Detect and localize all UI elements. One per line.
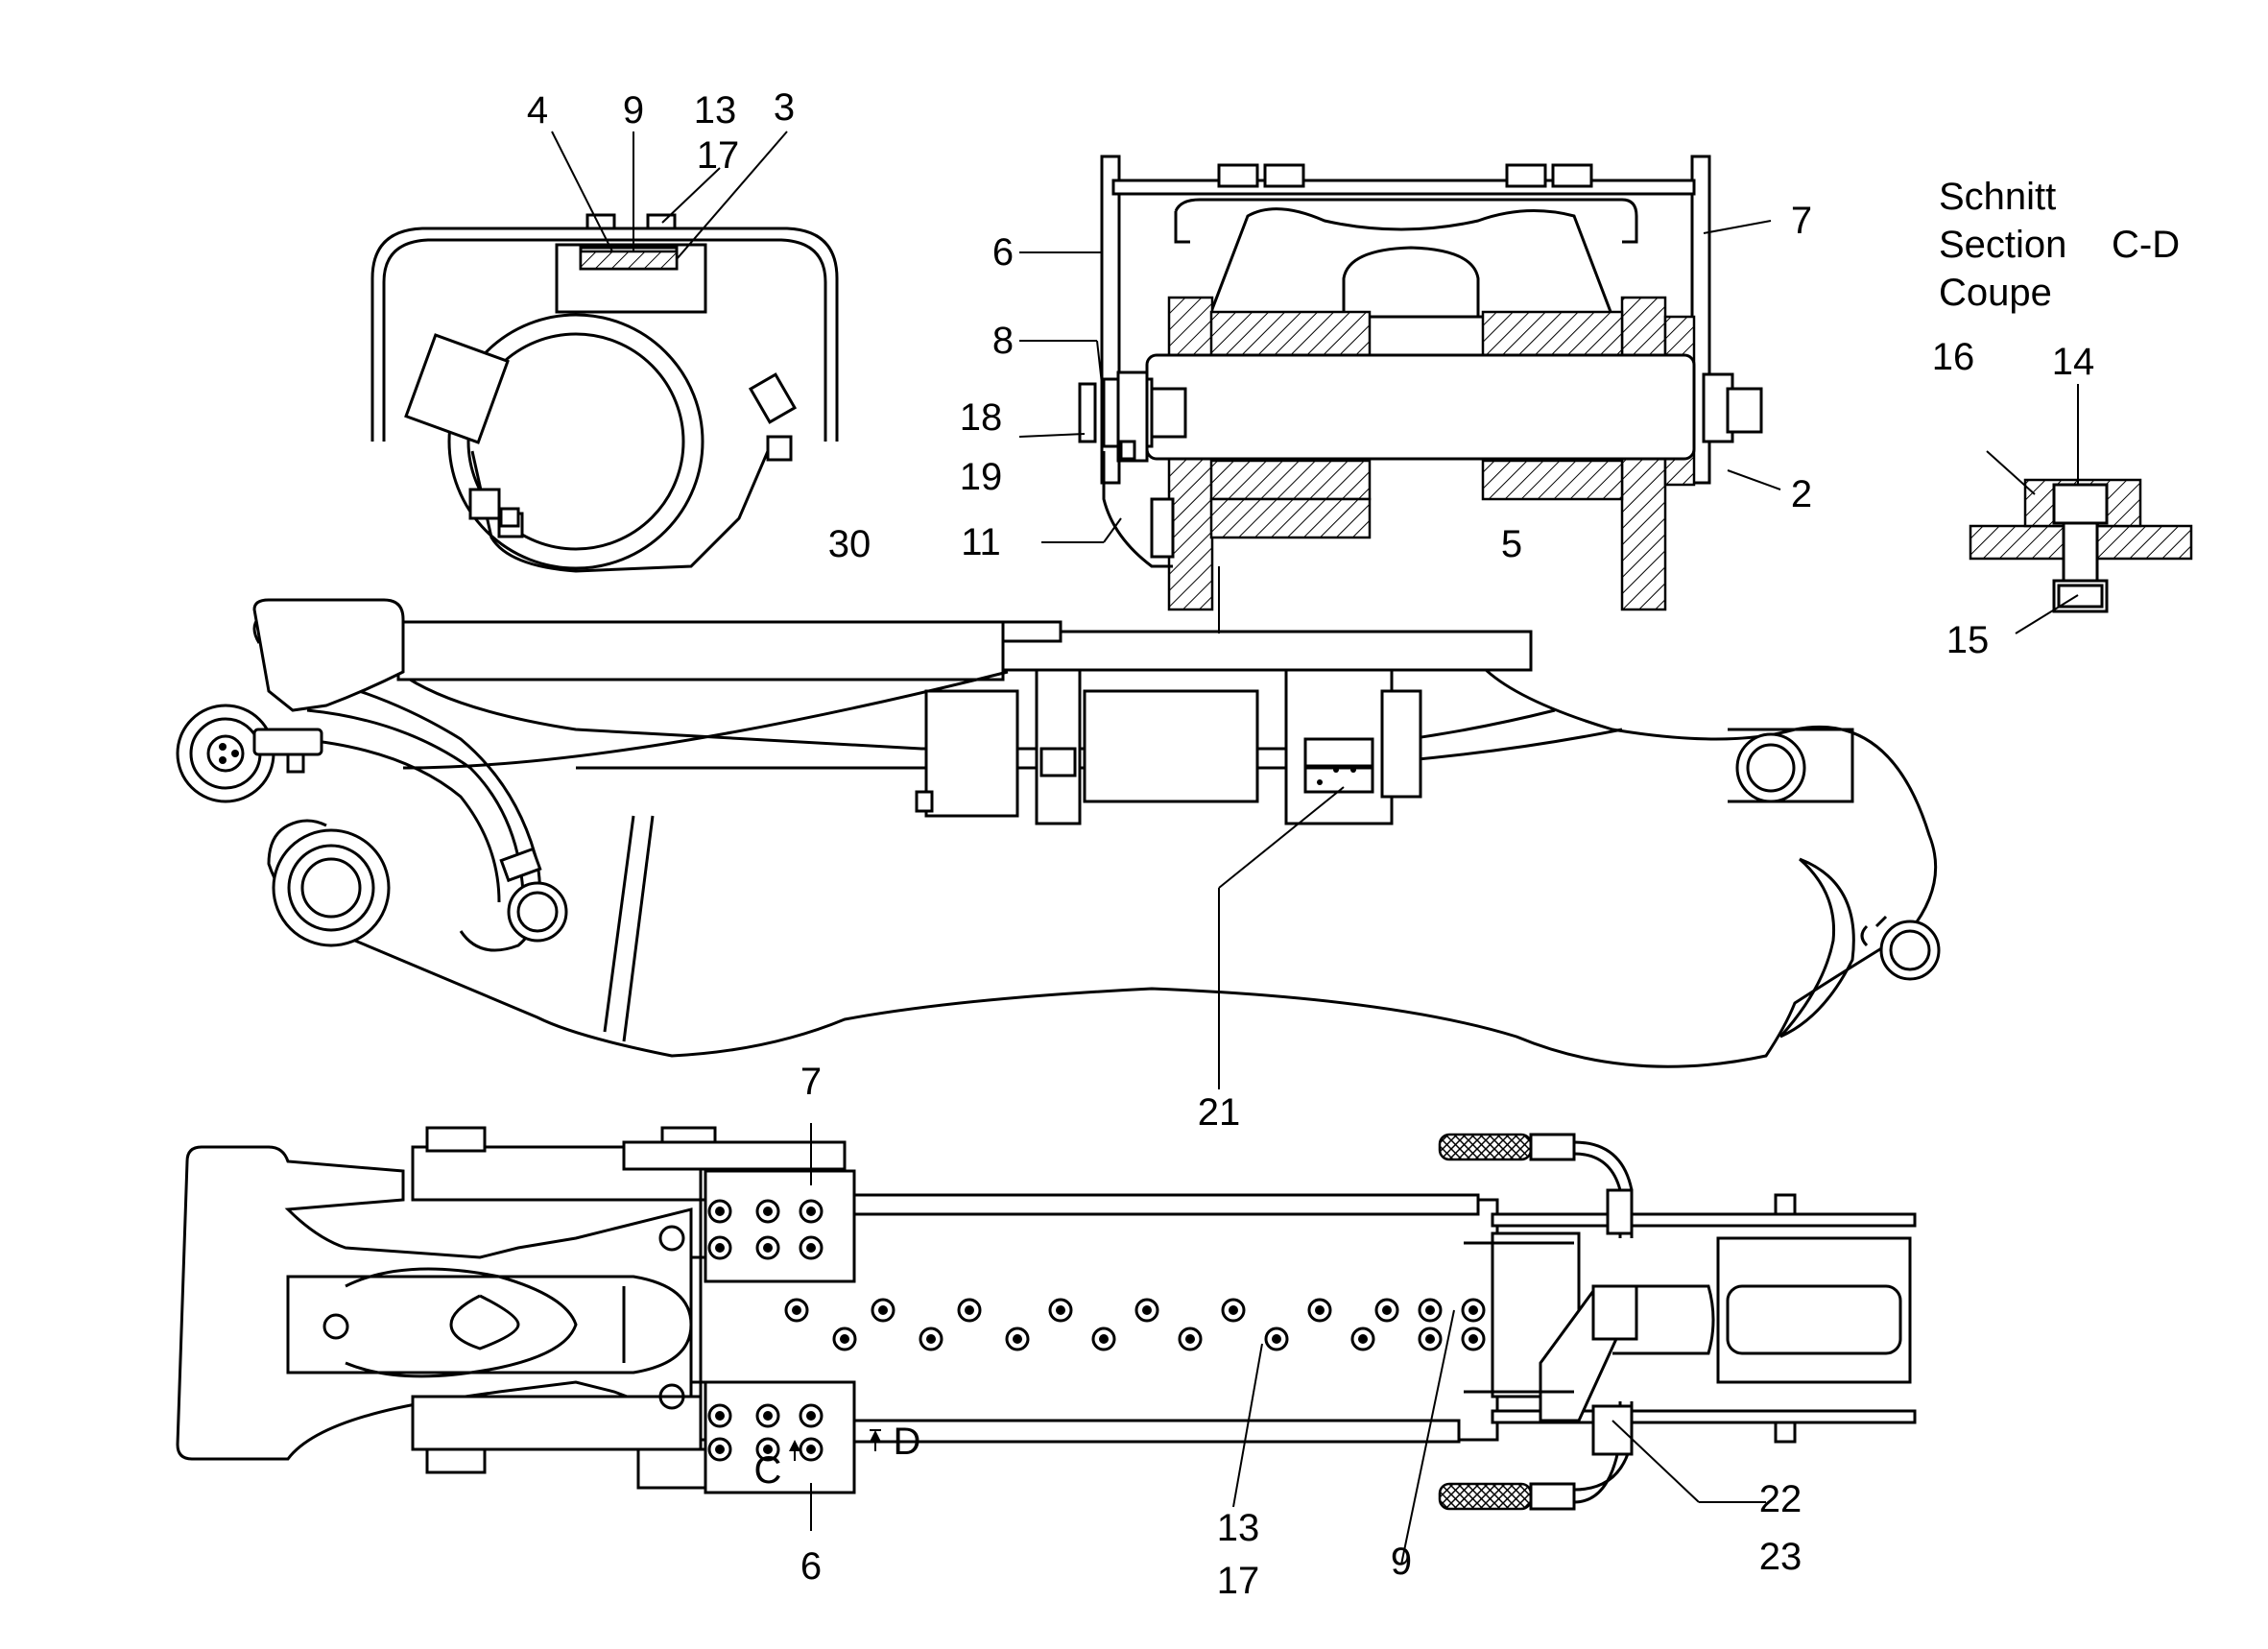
bolt-center [763,1445,773,1454]
callout-23: 23 [1759,1536,1802,1578]
callout-16: 16 [1932,336,1975,378]
callout-22: 22 [1759,1478,1802,1520]
bolt-center [926,1334,936,1344]
bolt-center [763,1243,773,1253]
callout-30: 30 [828,523,871,565]
section-arrow-c [789,1440,800,1451]
callouts-plan-view: 7 6 13 17 9 22 23 C D [754,1061,1802,1602]
callout-11: 11 [961,521,1001,563]
bolt-center [878,1305,888,1315]
bolt-center [806,1243,816,1253]
bolt-center [1382,1305,1392,1315]
bolt-holes [707,1199,1486,1462]
callout-6: 6 [992,231,1014,274]
bolt-center [1013,1334,1022,1344]
callout-15: 15 [1946,619,1990,661]
section-cd-view [1969,478,2193,613]
bolt-center [806,1411,816,1421]
callout-9-plan: 9 [1391,1541,1412,1583]
callout-7: 7 [1791,200,1812,242]
bolt-center [1468,1305,1478,1315]
callout-9: 9 [623,89,644,131]
bolt-center [1315,1305,1325,1315]
callout-6-plan: 6 [800,1545,822,1588]
bolt-center [763,1411,773,1421]
section-cd-label: Schnitt Section Coupe C-D 16 14 15 [1932,176,2180,661]
callout-19: 19 [960,456,1003,498]
callout-13-plan: 13 [1217,1507,1260,1549]
callout-13: 13 [694,89,737,131]
roller-end-view [1078,155,1763,611]
callout-14: 14 [2052,341,2095,383]
bolt-center [1142,1305,1152,1315]
callout-21: 21 [1198,1091,1241,1134]
bolt-center [715,1445,725,1454]
callouts-top-left: 4 9 13 3 17 [527,86,795,177]
section-label-line1: Schnitt [1939,176,2056,218]
callout-4: 4 [527,89,548,131]
callouts-side-view: 30 5 21 [828,523,1522,1134]
bolt-center [1358,1334,1368,1344]
bolt-center [715,1207,725,1216]
bolt-center [1229,1305,1238,1315]
bolt-center [1468,1334,1478,1344]
leader-lines [551,131,2079,1565]
bolt-center [1185,1334,1195,1344]
section-label-line3: Coupe [1939,272,2052,314]
bolt-center [965,1305,974,1315]
bolt-center [792,1305,801,1315]
section-marker-d: D [894,1421,921,1463]
callout-5: 5 [1501,523,1522,565]
boom-plan-view [176,1126,1917,1511]
clamp-end-view [370,213,839,573]
callout-2: 2 [1791,473,1812,515]
callouts-end-view: 6 8 18 19 11 7 2 [960,200,1812,563]
bolt-center [1272,1334,1281,1344]
callout-17: 17 [697,134,740,177]
section-label-id: C-D [2112,224,2180,266]
bolt-center [715,1243,725,1253]
bolt-center [840,1334,849,1344]
bolt-center [763,1207,773,1216]
bolt-center [1056,1305,1065,1315]
boom-side-view [176,598,1941,1068]
bolt-center [806,1445,816,1454]
bolt-center [1425,1305,1435,1315]
section-label-line2: Section [1939,224,2066,266]
callout-18: 18 [960,396,1003,439]
callout-17-plan: 17 [1217,1560,1260,1602]
bolt-center [715,1411,725,1421]
section-arrow-d [870,1430,881,1442]
bolt-center [1425,1334,1435,1344]
section-marker-c: C [754,1449,782,1492]
callout-8: 8 [992,320,1014,362]
bolt-center [1099,1334,1109,1344]
callout-7-plan: 7 [800,1061,822,1103]
bolt-center [806,1207,816,1216]
callout-3: 3 [774,86,795,129]
